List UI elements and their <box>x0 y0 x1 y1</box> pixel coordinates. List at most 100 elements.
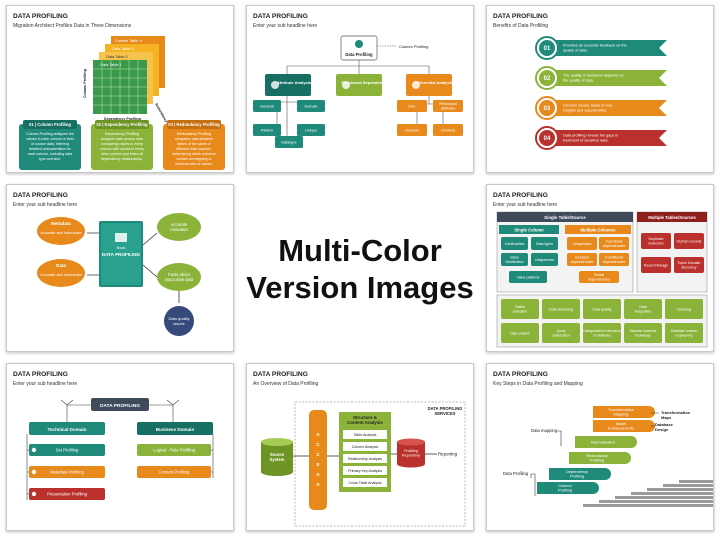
access-letter: A <box>316 432 320 437</box>
output-line: metadata <box>170 227 188 232</box>
task-cell <box>501 323 539 343</box>
step-label: Profiling <box>558 487 572 492</box>
step-label: Profiling <box>570 473 584 478</box>
benefit-number: 02 <box>544 76 551 82</box>
card-head: 02 | Dependency Profiling <box>96 122 148 127</box>
table-label-1: Data Table 1 <box>100 63 121 67</box>
task-cell <box>583 299 621 319</box>
task-label: Database reverse <box>671 329 697 333</box>
step-label: Dependency <box>566 469 588 474</box>
domain-connectors <box>26 399 214 500</box>
slide-3-benefits[interactable]: DATA PROFILING Benefits of Data Profilin… <box>486 5 714 173</box>
access-letter: S <box>316 482 319 487</box>
branch-attribute-analysis: Attribute Analysis <box>265 74 312 96</box>
task-label: integration <box>635 310 652 314</box>
slide-1-three-dimensions[interactable]: DATA PROFILING Migration Architect Profi… <box>6 5 234 173</box>
analysis-item <box>343 478 387 487</box>
task-label: Inclusion <box>575 256 589 260</box>
slide-4-data-flow[interactable]: DATA PROFILING Enter your sub headline h… <box>6 184 234 352</box>
task-cell <box>567 237 597 250</box>
input-head: Data <box>56 263 66 268</box>
profiling-card-redundancy: 03 | Redundancy Profiling Redundancy Pro… <box>163 120 225 170</box>
analysis-item-label: Table Analysis <box>354 433 377 437</box>
leaf-label: Infer <box>408 105 416 109</box>
technical-domain <box>29 422 105 435</box>
services-line: SERVICES <box>434 411 455 416</box>
benefit-text: the quality of data. <box>563 79 594 83</box>
stair <box>599 500 713 503</box>
output-line: Facts about <box>168 272 191 277</box>
database-design-label: Database <box>655 422 674 427</box>
slide-title: DATA PROFILING <box>253 13 308 20</box>
task-label: Cardinalities <box>505 242 525 246</box>
task-label: discovery <box>681 266 696 270</box>
analysis-item-label: Column Analysis <box>352 445 379 449</box>
attribute-icon <box>271 81 279 89</box>
task-label: Value <box>510 256 519 260</box>
benefit-number: 03 <box>544 106 551 112</box>
slide-7-overview[interactable]: DATA PROFILING An Overview of Data Profi… <box>246 363 474 531</box>
benefit-text: Data profiling reveals the gaps in <box>563 134 618 138</box>
slide-subtitle: Enter your sub headline here <box>13 381 78 387</box>
multi-table-panel <box>636 211 708 293</box>
card-line: Redundancy Profiling <box>177 132 211 136</box>
step-label: Redundancy <box>586 453 608 458</box>
task-cell <box>542 323 580 343</box>
technical-domain-label: Technical Domain <box>48 427 87 432</box>
task-label: Record linkage <box>644 263 668 267</box>
multi-table-head: Multiple Tables/Sources <box>648 215 696 220</box>
leaf-label: attributes <box>441 106 456 110</box>
custom-profiling-label: Custom Profiling <box>399 44 428 49</box>
domain-item-label: Content Profiling <box>159 470 191 475</box>
branch-label: Referential Analysis <box>415 80 454 85</box>
slide-title: DATA PROFILING <box>493 13 548 20</box>
input-sub: Accurate and Inaccurate <box>40 273 81 277</box>
task-label: Topic/ Domain <box>678 261 701 265</box>
slide-subtitle: Key Steps in Data Profiling and Mapping <box>493 381 583 387</box>
domain-item <box>29 466 105 478</box>
slide-5-profiling-tasks[interactable]: DATA PROFILING Enter your sub headline h… <box>486 184 714 352</box>
task-cell <box>509 271 547 283</box>
slide-2-profiling-tree[interactable]: DATA PROFILING Enter your sub headline h… <box>246 5 474 173</box>
task-cell <box>531 253 558 266</box>
leaf-node <box>275 136 303 148</box>
slide-6-domains[interactable]: DATA PROFILING Enter your sub headline h… <box>6 363 234 531</box>
domain-item <box>29 444 105 456</box>
benefit-banner <box>551 40 667 56</box>
step-banner <box>537 482 599 494</box>
stair <box>647 488 713 491</box>
leaf-label: Unique <box>305 129 317 133</box>
card-line: of source data, inferring <box>31 142 69 146</box>
access-letter: E <box>316 462 319 467</box>
card-line: determining which columns <box>172 152 216 156</box>
task-cell <box>674 233 704 249</box>
card-line: each column, including data <box>28 152 73 156</box>
leaf-node <box>397 100 427 112</box>
branch-functional-dependency: Functional Dependency <box>336 74 387 96</box>
task-label: dependencies <box>603 244 626 248</box>
data-mapping-label: Data mapping <box>531 428 558 433</box>
task-cell <box>583 323 621 343</box>
task-label: knowledge <box>635 334 651 338</box>
axis-label-dependency: Dependency Profiling <box>104 117 141 121</box>
axis-label-column: Column Profiling <box>83 69 87 98</box>
slide-subtitle: An Overview of Data Profiling <box>253 381 319 387</box>
step-label: Mapping <box>614 411 629 416</box>
benefit-text: Provides an accurate feedback on the <box>563 44 627 48</box>
task-cell <box>674 257 704 273</box>
slide-8-key-steps[interactable]: DATA PROFILING Key Steps in Data Profili… <box>486 363 714 531</box>
card-line: tables of the same or <box>177 142 211 146</box>
table-grid <box>93 60 147 114</box>
task-cell <box>665 299 703 319</box>
card-line: type and size. <box>39 157 61 161</box>
task-cell <box>501 299 539 319</box>
task-label: Orphan records <box>677 239 702 243</box>
